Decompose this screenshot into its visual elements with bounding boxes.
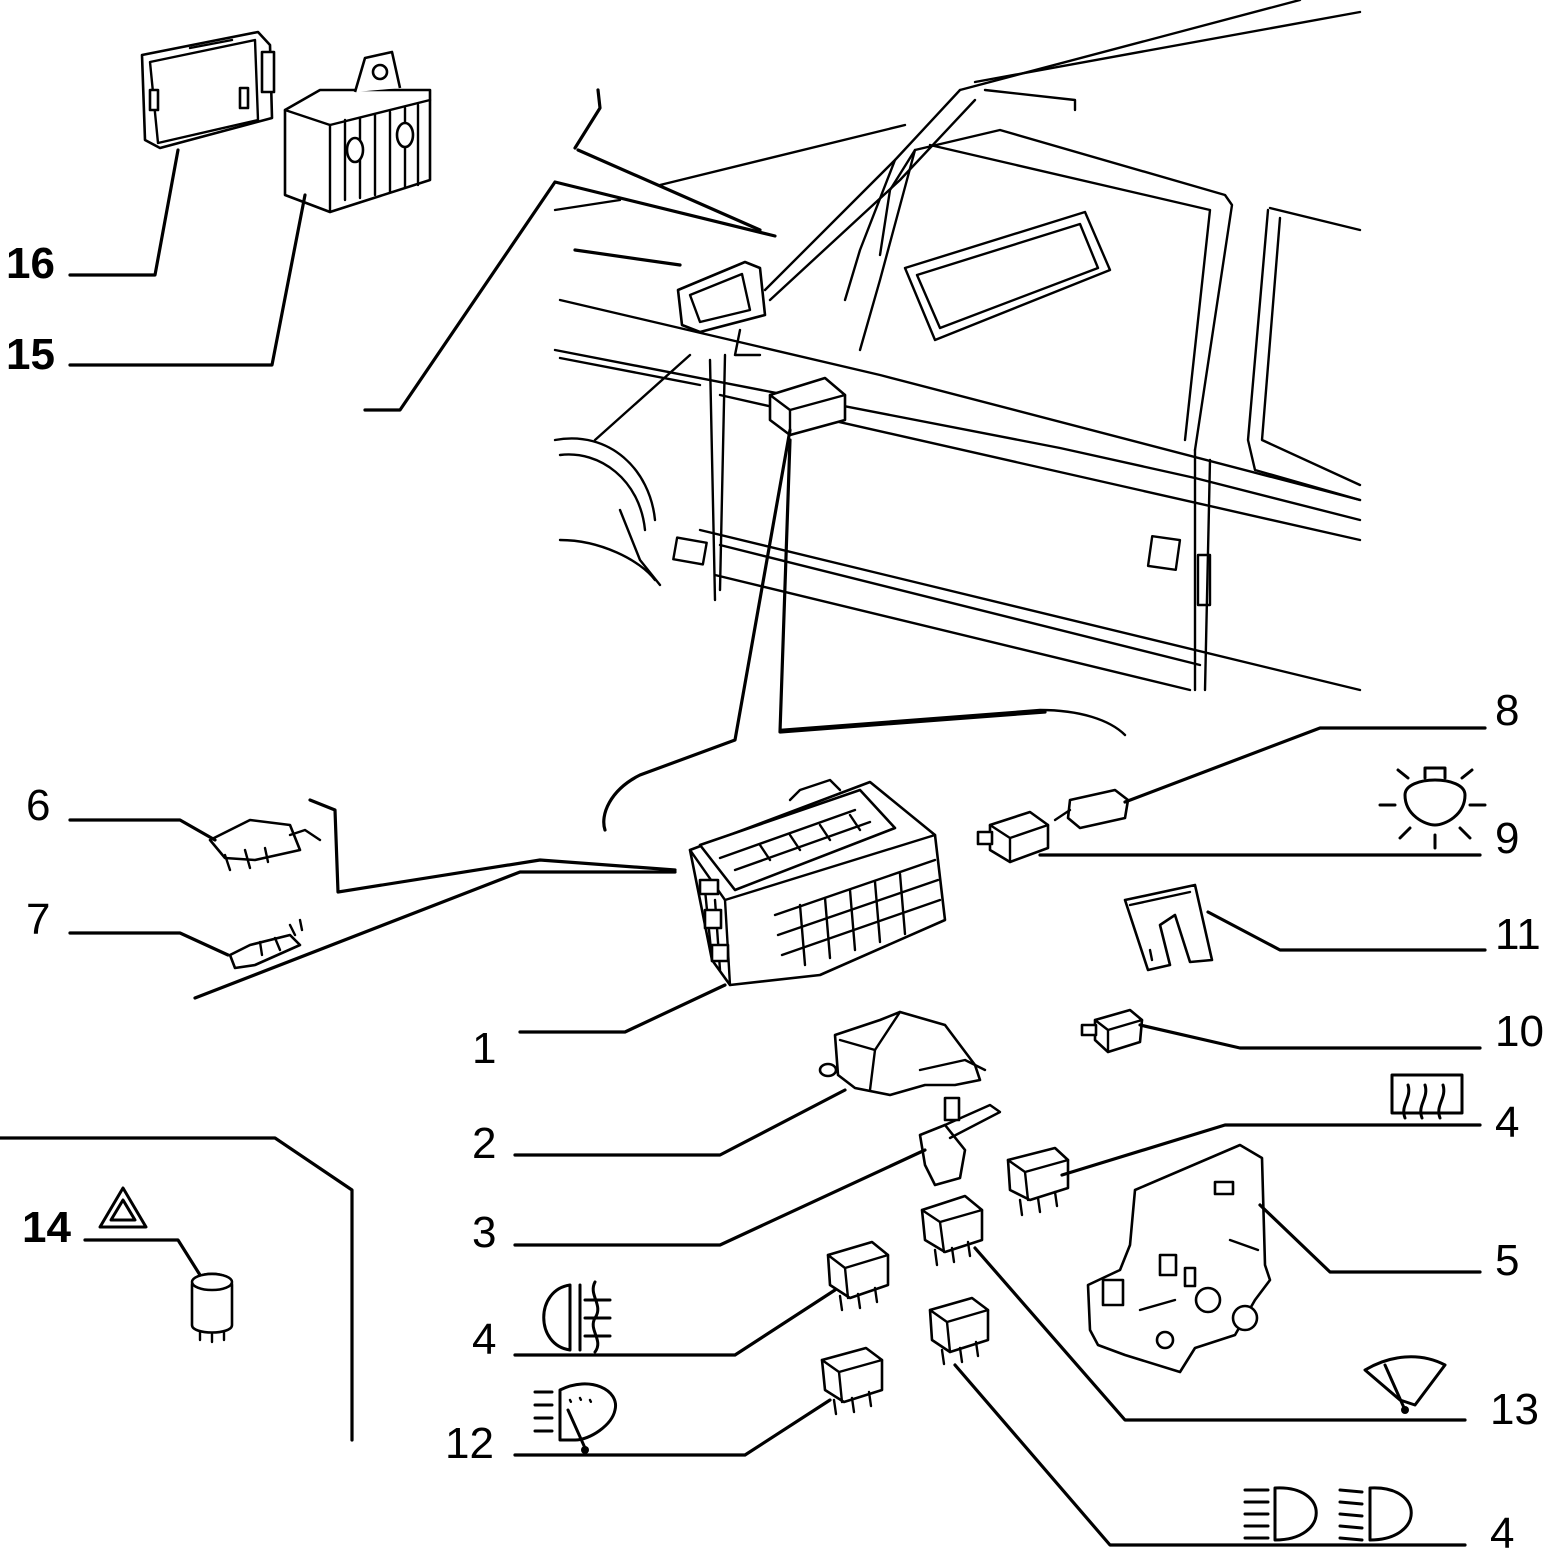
callout-2: 2 (472, 1119, 496, 1168)
leader-car-to-fusebox (602, 428, 792, 832)
leader-2 (513, 1088, 847, 1157)
part-3-clip (918, 1096, 1002, 1187)
relay-13 (920, 1194, 984, 1267)
section-divider (0, 1136, 354, 1442)
leader-7 (68, 931, 230, 957)
windscreen-wiper-icon (1363, 1355, 1447, 1414)
leader-8 (1123, 726, 1487, 804)
leader-1 (518, 983, 727, 1034)
leader-16-to-car (573, 88, 602, 150)
part-11-cover (1123, 883, 1214, 972)
callout-6: 6 (26, 781, 50, 830)
leader-11 (1206, 910, 1487, 952)
leader-10 (1138, 1023, 1482, 1050)
part-10-relay (1080, 1008, 1144, 1054)
leader-15 (68, 193, 307, 367)
leader-6 (68, 818, 217, 842)
leader-car-to-fusebox-2 (778, 438, 1047, 734)
fusebox-location-marker (768, 376, 847, 437)
leader-14 (83, 1238, 202, 1277)
fog-light-icon (542, 1280, 612, 1354)
callout-16: 16 (6, 239, 55, 288)
rear-defroster-icon (1390, 1073, 1464, 1120)
relay-12 (820, 1346, 884, 1416)
callout-5: 5 (1495, 1236, 1519, 1285)
headlight-washer-icon (533, 1382, 617, 1454)
callout-4c: 4 (1490, 1509, 1514, 1554)
relay-4-bottom (928, 1296, 990, 1366)
part-5-relay-plate (1086, 1143, 1272, 1374)
callout-4b: 4 (472, 1315, 496, 1364)
leader-4c (953, 1363, 1467, 1547)
part-7-terminal (228, 918, 304, 970)
callout-7: 7 (26, 895, 50, 944)
part-16-cover (140, 30, 276, 150)
hazard-warning-icon (98, 1186, 148, 1229)
leader-15-to-car (363, 180, 777, 412)
callout-12: 12 (445, 1419, 494, 1468)
part-9-relay (976, 810, 1050, 864)
callout-8: 8 (1495, 686, 1519, 735)
callout-11: 11 (1495, 910, 1541, 959)
callout-14: 14 (22, 1203, 71, 1252)
callout-1: 1 (472, 1024, 496, 1073)
leader-5 (1258, 1203, 1482, 1274)
callout-labels: 1 2 3 4 4 4 5 6 7 8 9 10 11 12 13 14 15 … (6, 239, 1544, 1554)
callout-9: 9 (1495, 814, 1519, 863)
leader-12 (513, 1398, 832, 1457)
part-1-fuse-box (688, 778, 947, 987)
leader-4a (1060, 1123, 1482, 1177)
low-beam-icon (1338, 1486, 1413, 1542)
part-6-terminal (208, 818, 322, 872)
callout-15: 15 (6, 330, 55, 379)
leader-13 (973, 1246, 1467, 1422)
part-14-hazard-flasher (190, 1272, 234, 1344)
callout-4a: 4 (1495, 1098, 1519, 1147)
part-2-bracket (818, 1010, 987, 1097)
leader-3 (513, 1148, 927, 1247)
callout-3: 3 (472, 1208, 496, 1257)
door-mirror (676, 260, 767, 357)
high-beam-icon (1243, 1486, 1318, 1542)
callout-13: 13 (1490, 1385, 1539, 1434)
relay-4-top (1006, 1146, 1070, 1217)
part-8-connector (1053, 788, 1130, 830)
callout-10: 10 (1495, 1007, 1544, 1056)
relay-4-left (826, 1240, 890, 1312)
part-15-flasher-unit (283, 50, 432, 214)
leader-4b (513, 1288, 837, 1357)
interior-light-icon (1378, 766, 1487, 850)
leader-16 (68, 148, 180, 277)
car-body-outline (553, 0, 1362, 737)
